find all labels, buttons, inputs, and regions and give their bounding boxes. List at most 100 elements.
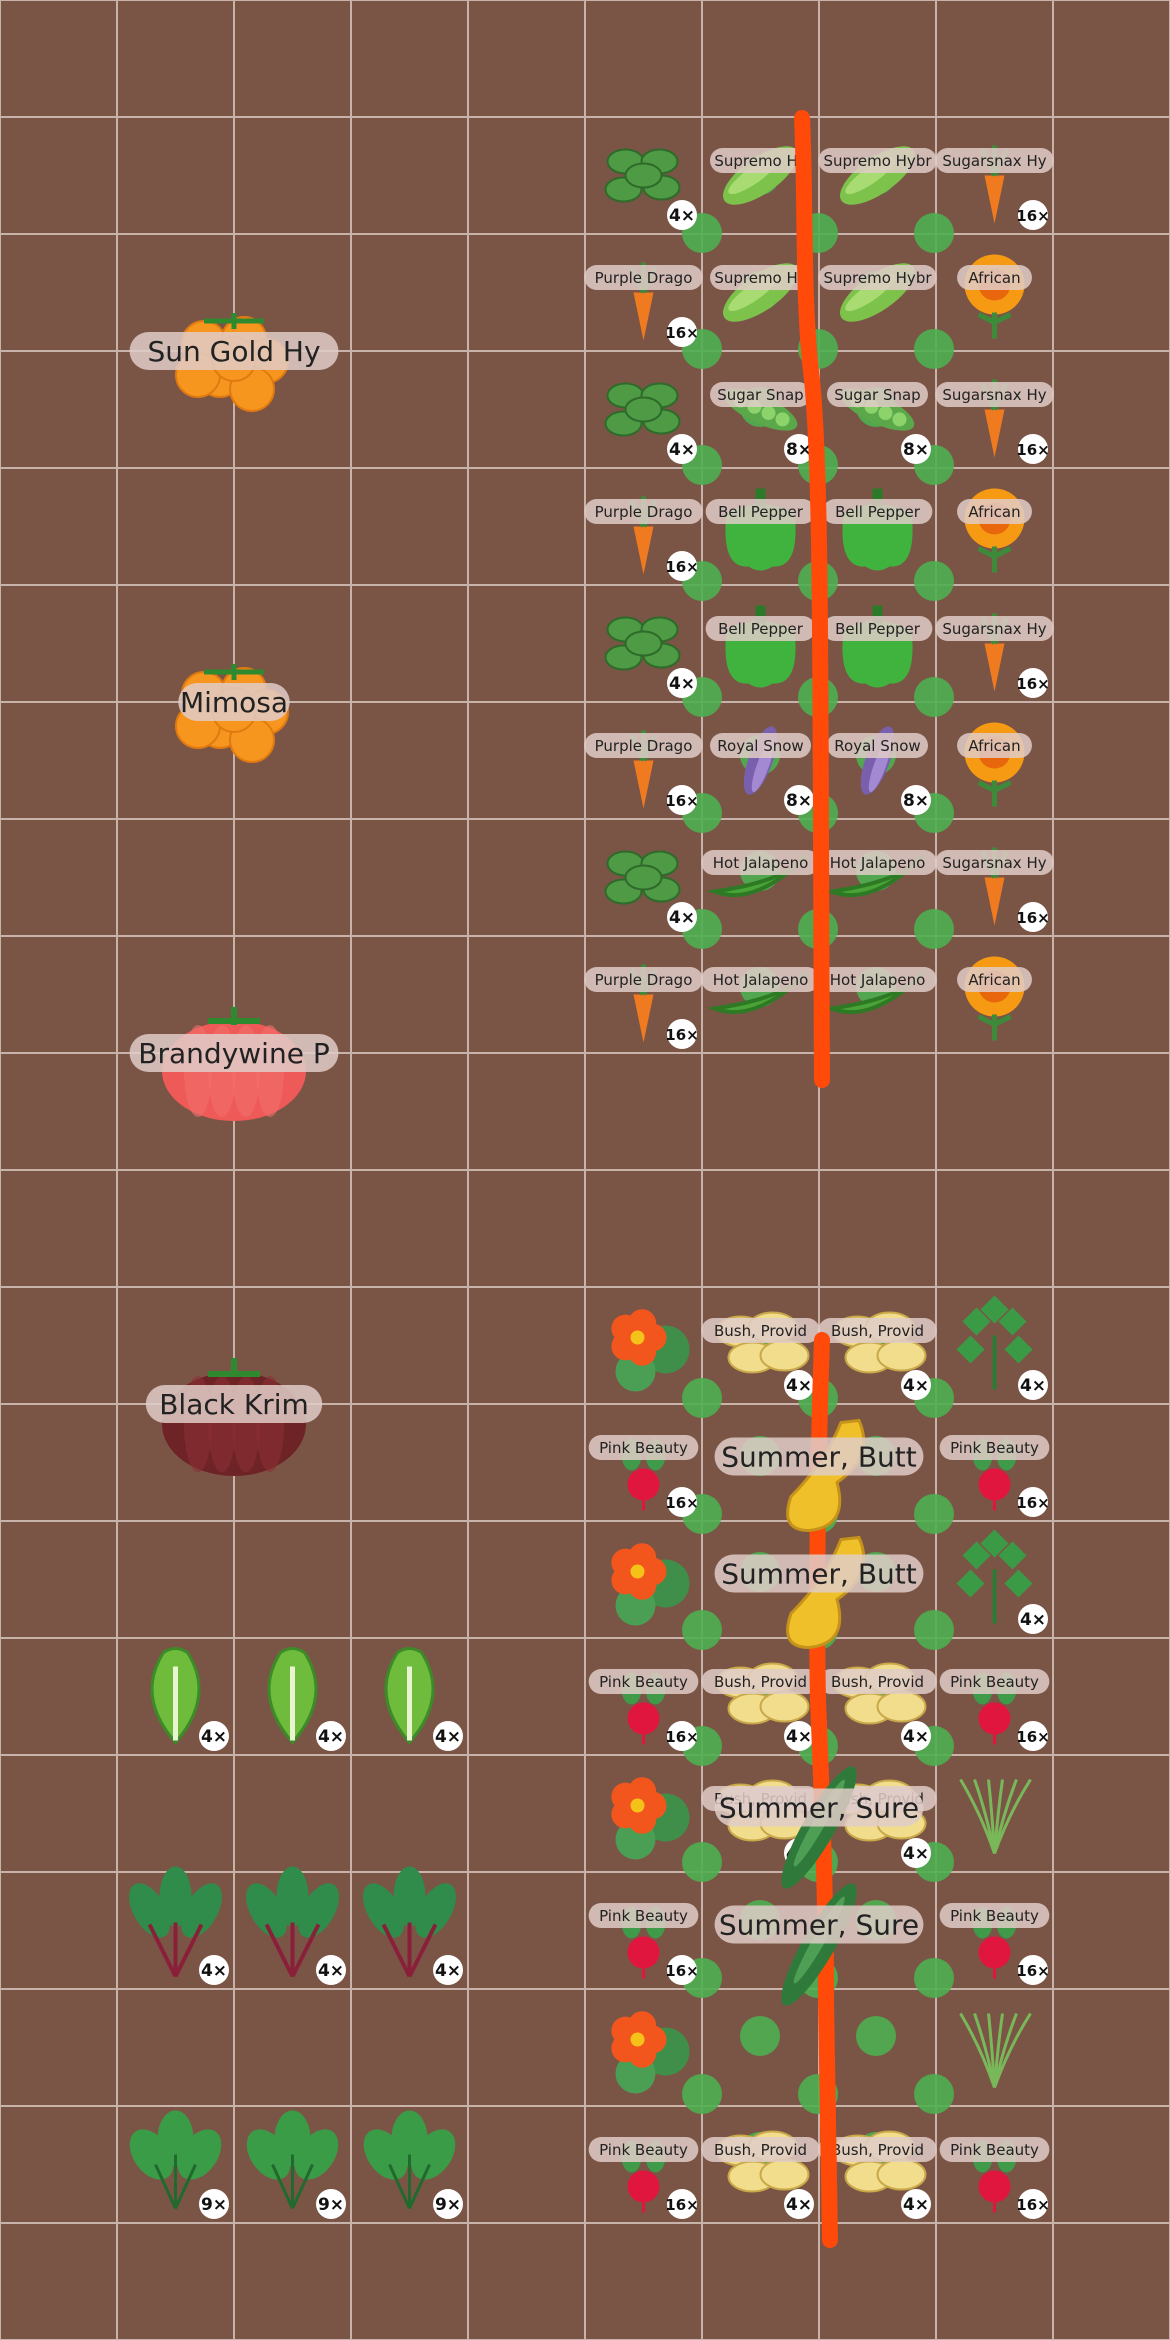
quantity-badge: 4× (667, 434, 697, 464)
bed2-plant[interactable]: 4× (956, 1295, 1049, 1401)
svg-text:Purple Drago: Purple Drago (595, 737, 693, 755)
bed1-plant[interactable]: Supremo Hybr (818, 253, 937, 333)
bed1-plant[interactable]: 4× (604, 850, 698, 933)
small-plant[interactable]: 4× (384, 1647, 463, 1752)
bed2-plant[interactable] (959, 2012, 1032, 2089)
bed1-plant[interactable]: 4× (604, 616, 698, 699)
bed1-plant[interactable]: African (957, 722, 1032, 807)
svg-text:Hot Jalapeno: Hot Jalapeno (830, 854, 926, 872)
bed1-plant[interactable]: Supremo Hy (710, 253, 811, 333)
plant-label: Hot Jalapeno (701, 967, 820, 992)
small-plant[interactable]: 9× (238, 2110, 348, 2220)
companion-dot (914, 1958, 954, 1998)
bed2-plant[interactable] (959, 1778, 1032, 1855)
bed2-plant[interactable] (611, 1309, 690, 1392)
bed1-plant[interactable]: African (957, 488, 1032, 573)
squash-plant[interactable]: Summer, Butt (714, 1418, 924, 1533)
bed1-plant[interactable]: 4× (604, 382, 698, 465)
small-plant[interactable]: 4× (238, 1866, 348, 1986)
svg-text:Supremo Hy: Supremo Hy (714, 152, 806, 170)
bed2-plant[interactable]: 4× (956, 1529, 1049, 1635)
quantity-badge: 9× (433, 2189, 463, 2219)
bed1-plant[interactable]: Hot Jalapeno (818, 967, 937, 1015)
bed1-plant[interactable]: Hot Jalapeno (818, 850, 937, 898)
svg-text:16×: 16× (1016, 1962, 1049, 1980)
bed1-plant[interactable]: Bell Pepper (705, 488, 816, 571)
small-plant[interactable]: 4× (267, 1647, 346, 1752)
squash-plant[interactable]: Summer, Sure (714, 1759, 924, 1896)
bed1-plant[interactable]: African (957, 254, 1032, 339)
plant-label: African (957, 499, 1032, 524)
bed2-plant[interactable] (611, 1543, 690, 1626)
svg-text:4×: 4× (786, 1376, 812, 1396)
quantity-badge: 8× (784, 434, 814, 464)
svg-text:9×: 9× (201, 2195, 227, 2215)
bed1-plant[interactable]: Supremo Hy (710, 136, 811, 216)
large-plant[interactable]: Sun Gold Hy (129, 313, 339, 412)
bed2-plant[interactable] (611, 1777, 690, 1860)
bed1-plant[interactable]: Supremo Hybr (818, 136, 937, 216)
svg-text:4×: 4× (318, 1727, 344, 1747)
companion-dot (914, 2074, 954, 2114)
large-plant[interactable]: Mimosa (175, 664, 290, 763)
bed1-plant[interactable]: Hot Jalapeno (701, 850, 820, 898)
quantity-badge: 8× (901, 434, 931, 464)
squash-plant[interactable]: Summer, Sure (714, 1876, 924, 2013)
small-plant[interactable]: 9× (121, 2110, 231, 2220)
plant-label: Supremo Hy (710, 265, 811, 290)
small-plant[interactable]: 4× (121, 1866, 231, 1986)
bed1-plant[interactable]: Bell Pepper (822, 488, 933, 571)
svg-text:Summer, Butt: Summer, Butt (721, 1440, 917, 1473)
plant-label: Pink Beauty (939, 1435, 1050, 1460)
large-plant[interactable]: Black Krim (145, 1358, 323, 1476)
bed1-plant[interactable]: African (957, 956, 1032, 1041)
bed1-plant[interactable]: Bell Pepper (822, 605, 933, 688)
small-plant[interactable]: 4× (355, 1866, 465, 1986)
quantity-badge: 4× (901, 1721, 931, 1751)
svg-text:4×: 4× (903, 1376, 929, 1396)
large-plant[interactable]: Brandywine P (129, 1007, 339, 1121)
squash-plant[interactable]: Summer, Butt (714, 1535, 924, 1650)
svg-text:Purple Drago: Purple Drago (595, 269, 693, 287)
small-plant[interactable]: 9× (355, 2110, 465, 2220)
svg-text:Summer, Sure: Summer, Sure (719, 1908, 919, 1941)
small-plant[interactable]: 4× (150, 1647, 229, 1752)
bed1-plant[interactable]: 4× (604, 148, 698, 231)
squash-label: Summer, Butt (714, 1437, 924, 1476)
bed1-plant[interactable]: Hot Jalapeno (701, 967, 820, 1015)
quantity-badge: 16× (665, 1955, 699, 1985)
bed1-plant[interactable]: Bell Pepper (705, 605, 816, 688)
svg-text:Bell Pepper: Bell Pepper (718, 503, 804, 521)
quantity-badge: 4× (316, 1955, 346, 1985)
bed2-plant[interactable] (611, 2011, 690, 2094)
